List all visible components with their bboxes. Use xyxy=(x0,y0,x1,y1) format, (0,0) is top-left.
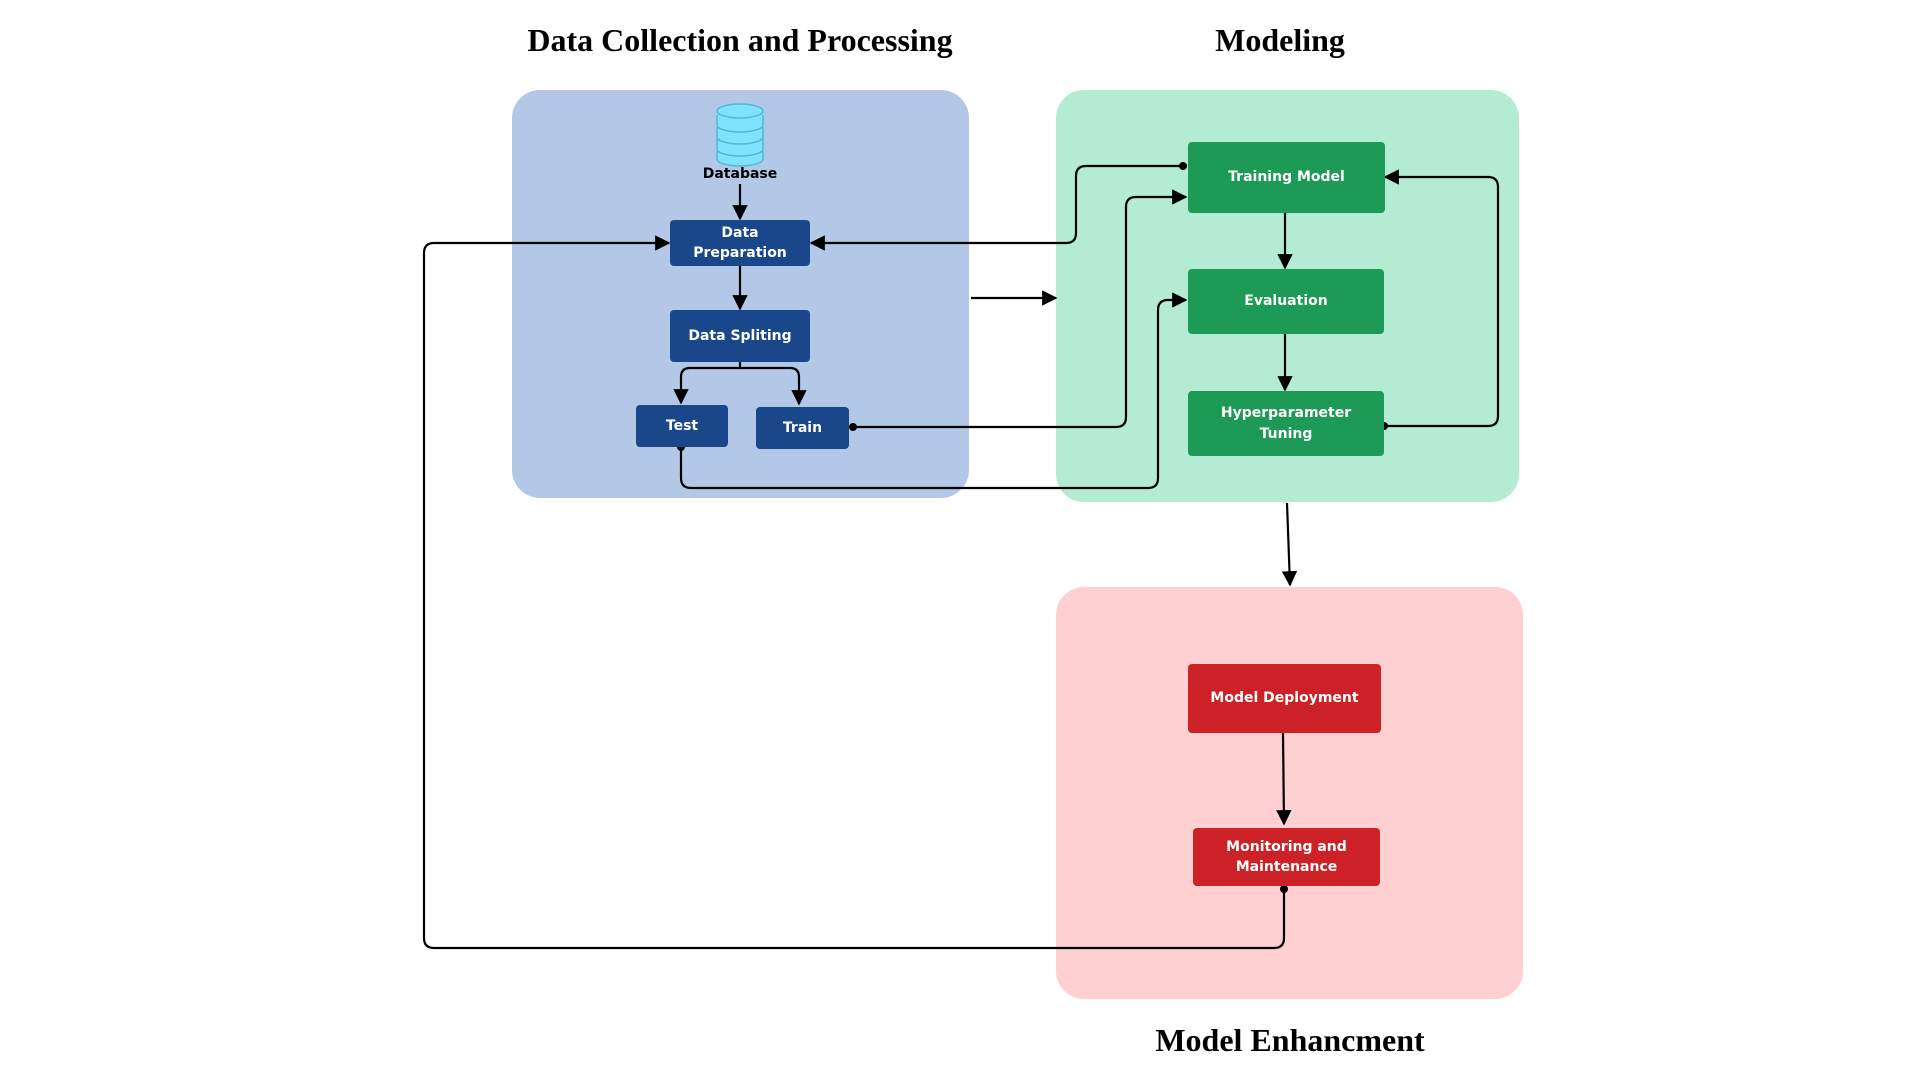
arrow-splitting-to-train xyxy=(740,366,807,406)
node-evaluation[interactable]: Evaluation xyxy=(1188,269,1384,334)
section-title-data-collection: Data Collection and Processing xyxy=(527,22,953,58)
arrow-deployment-to-monitoring xyxy=(1276,732,1292,826)
connector-dot xyxy=(849,423,857,431)
connector-dot xyxy=(1179,162,1187,170)
arrow-modeling-to-enhancement xyxy=(1281,502,1298,587)
panel-enhancement xyxy=(1056,587,1523,999)
arrow-test-to-evaluation xyxy=(679,292,1188,490)
section-title-modeling: Modeling xyxy=(1215,22,1345,58)
node-monitoring[interactable]: Monitoring and Maintenance xyxy=(1193,828,1380,886)
node-test[interactable]: Test xyxy=(636,405,728,447)
connector-dot xyxy=(1280,885,1288,893)
arrow-train-to-training xyxy=(853,189,1188,429)
arrow-splitting-to-test xyxy=(673,362,742,405)
arrow-tuning-to-training xyxy=(1383,169,1500,428)
arrow-monitoring-to-preparation xyxy=(422,235,1286,950)
database-icon xyxy=(716,103,764,167)
node-model-deployment[interactable]: Model Deployment xyxy=(1188,664,1381,733)
section-title-enhancement: Model Enhancment xyxy=(1155,1022,1425,1058)
node-data-splitting[interactable]: Data Spliting xyxy=(670,310,810,362)
database-label: Database xyxy=(702,166,778,182)
node-training-model[interactable]: Training Model xyxy=(1188,142,1385,213)
arrow-training-to-preparation xyxy=(809,164,1184,251)
node-train[interactable]: Train xyxy=(756,407,849,449)
node-hyperparameter-tuning[interactable]: Hyperparameter Tuning xyxy=(1188,391,1384,456)
node-data-preparation[interactable]: Data Preparation xyxy=(670,220,810,266)
